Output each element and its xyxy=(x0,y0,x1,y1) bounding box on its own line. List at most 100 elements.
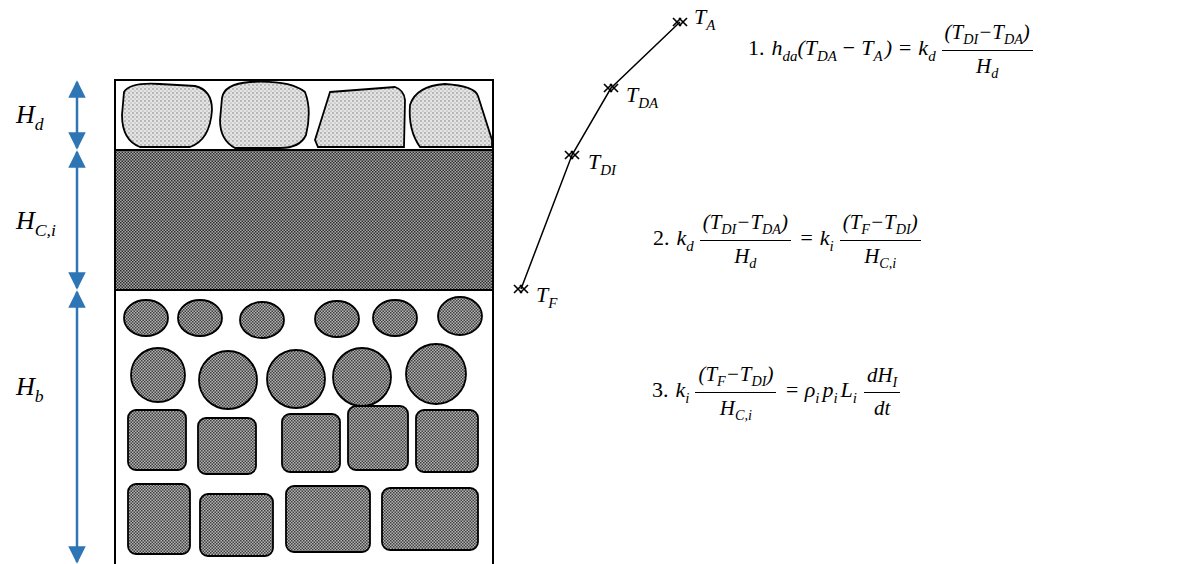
symbol-text: (T xyxy=(843,212,862,233)
symbol-text: H xyxy=(734,246,749,267)
dimension-label: HC,i xyxy=(16,205,56,239)
subscript-text: DA xyxy=(817,49,837,64)
symbol-text: H xyxy=(16,102,35,128)
subscript-text: DA xyxy=(638,96,658,111)
subscript-text: i xyxy=(685,391,689,406)
subscript-text: A xyxy=(874,49,883,64)
symbol-text: T xyxy=(536,284,548,306)
equation: 2.kd(TDI−TDA)Hd=ki(TF−TDI)HC,i xyxy=(653,210,925,270)
denominator: dt xyxy=(864,393,900,421)
subscript-text: DI xyxy=(963,32,978,46)
numerator: dHI xyxy=(864,363,900,394)
subscript-text: i xyxy=(853,391,857,406)
temperature-label: TDI xyxy=(588,149,616,178)
subscript-text: d xyxy=(35,116,44,134)
dimension-arrows xyxy=(76,82,79,562)
fraction: (TDI−TDA)Hd xyxy=(942,20,1033,80)
symbol-text: = xyxy=(799,227,814,249)
symbol-text: −T xyxy=(726,364,752,385)
temperature-label: TA xyxy=(694,4,715,33)
subscript-text: C,i xyxy=(35,222,56,240)
symbol-text: L xyxy=(841,379,853,401)
symbol-text: T xyxy=(588,151,600,173)
temperature-profile xyxy=(521,22,680,289)
denominator: Hd xyxy=(942,51,1033,81)
symbol-text: dt xyxy=(874,398,890,419)
dimension-label: Hd xyxy=(16,99,44,133)
equation: 3.ki(TF−TDI)HC,i= ρipiLidHIdt xyxy=(652,362,904,422)
fraction: (TF−TDI)HC,i xyxy=(695,362,776,422)
equation: 1.hda(TDA− TA) =kd(TDI−TDA)Hd xyxy=(748,20,1037,80)
debris-rocks xyxy=(122,82,492,148)
symbol-text: ) xyxy=(911,212,918,233)
numerator: (TF−TDI) xyxy=(840,210,921,241)
symbol-text: p xyxy=(822,379,833,401)
subscript-text: DA xyxy=(1004,32,1023,46)
symbol-text: (T xyxy=(797,37,817,59)
column-outline xyxy=(115,80,493,564)
symbol-text: h xyxy=(772,37,783,59)
denominator: HC,i xyxy=(695,393,776,423)
subscript-text: DI xyxy=(896,222,911,236)
subscript-text: b xyxy=(35,388,44,406)
symbol-text: 1. xyxy=(748,37,765,59)
symbol-text: H xyxy=(864,246,879,267)
subscript-text: A xyxy=(706,18,715,33)
symbol-text: k xyxy=(918,37,928,59)
ice-layer xyxy=(115,150,493,290)
subscript-text: d xyxy=(991,66,998,80)
symbol-text: ) xyxy=(1023,22,1030,43)
symbol-text: 3. xyxy=(652,379,669,401)
symbol-text: = ρ xyxy=(784,379,815,401)
fraction: (TDI−TDA)Hd xyxy=(700,210,791,270)
symbol-text: H xyxy=(976,56,991,77)
symbol-text: −T xyxy=(978,22,1004,43)
symbol-text: k xyxy=(676,379,686,401)
symbol-text: k xyxy=(677,227,687,249)
symbol-text: (T xyxy=(698,364,717,385)
subscript-text: i xyxy=(833,391,837,406)
symbol-text: ) = xyxy=(885,37,913,59)
subscript-text: i xyxy=(830,239,834,254)
subscript-text: d xyxy=(749,256,756,270)
subscript-text: DI xyxy=(600,163,616,178)
subscript-text: F xyxy=(548,296,557,311)
temperature-label: TF xyxy=(536,282,557,311)
symbol-text: ) xyxy=(781,212,788,233)
subscript-text: DI xyxy=(721,222,736,236)
symbol-text: H xyxy=(720,398,735,419)
numerator: (TDI−TDA) xyxy=(700,210,791,241)
symbol-text: ) xyxy=(766,364,773,385)
profile-markers xyxy=(514,18,687,293)
subscript-text: d xyxy=(686,239,693,254)
denominator: Hd xyxy=(700,241,791,271)
subscript-text: da xyxy=(783,49,798,64)
symbol-text: −T xyxy=(736,212,762,233)
symbol-text: k xyxy=(820,227,830,249)
symbol-text: H xyxy=(16,374,35,400)
ice-blocks xyxy=(124,297,482,556)
dimension-label: Hb xyxy=(16,371,44,405)
subscript-text: d xyxy=(928,49,935,64)
fraction: dHI dt xyxy=(864,363,900,422)
subscript-text: i xyxy=(815,391,819,406)
subscript-text: C,i xyxy=(879,256,896,270)
temperature-label: TDA xyxy=(626,82,658,111)
numerator: (TF−TDI) xyxy=(695,362,776,393)
symbol-text: T xyxy=(626,84,638,106)
symbol-text: (T xyxy=(945,22,964,43)
fraction: (TF−TDI)HC,i xyxy=(840,210,921,270)
symbol-text: H xyxy=(16,208,35,234)
numerator: (TDI−TDA) xyxy=(942,20,1033,51)
subscript-text: F xyxy=(861,222,870,236)
symbol-text: T xyxy=(694,6,706,28)
symbol-text: 2. xyxy=(653,227,670,249)
subscript-text: DA xyxy=(762,222,781,236)
subscript-text: DI xyxy=(751,374,766,388)
subscript-text: F xyxy=(717,374,726,388)
subscript-text: I xyxy=(893,375,898,389)
symbol-text: − T xyxy=(841,37,874,59)
denominator: HC,i xyxy=(840,241,921,271)
symbol-text: −T xyxy=(870,212,896,233)
